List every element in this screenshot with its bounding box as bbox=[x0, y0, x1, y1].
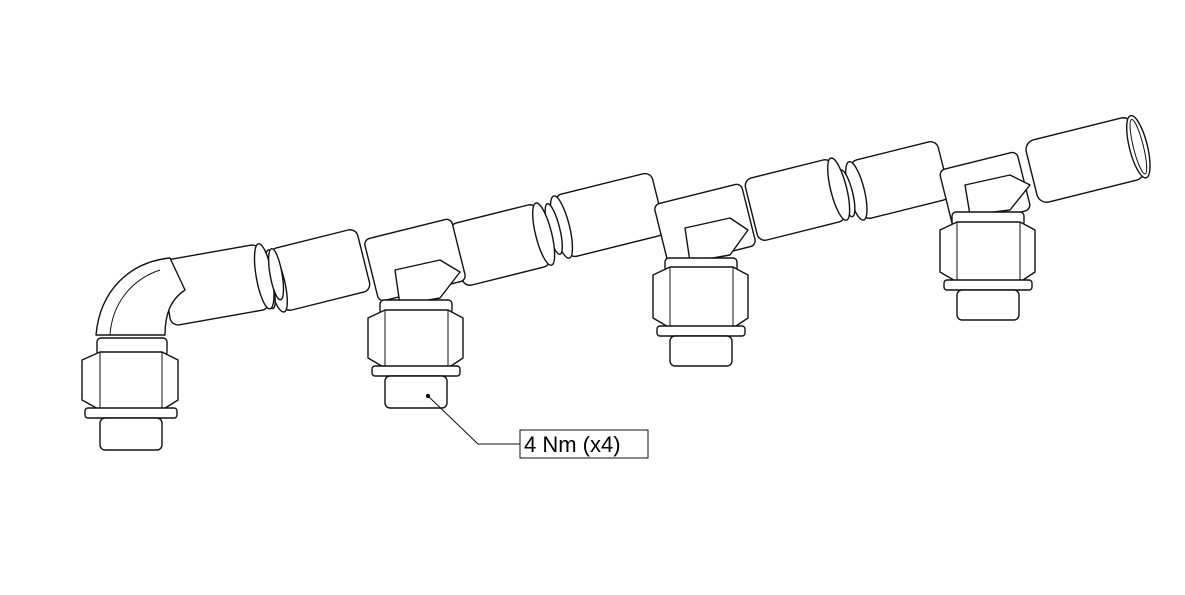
connector-2 bbox=[367, 299, 464, 409]
callout-label: 4 Nm (x4) bbox=[524, 432, 621, 457]
tee-fitting-3 bbox=[939, 151, 1031, 229]
tee-fitting-1 bbox=[364, 218, 466, 306]
connector-1 bbox=[81, 337, 179, 451]
connector-3 bbox=[652, 257, 749, 367]
connector-4 bbox=[939, 211, 1036, 321]
callout-box bbox=[519, 429, 649, 459]
leader-line bbox=[427, 395, 520, 445]
elbow-fitting bbox=[95, 257, 186, 336]
torque-callout: 4 Nm (x4) bbox=[427, 395, 649, 459]
pipe-run bbox=[160, 114, 1151, 326]
tee-fitting-2 bbox=[654, 183, 756, 267]
